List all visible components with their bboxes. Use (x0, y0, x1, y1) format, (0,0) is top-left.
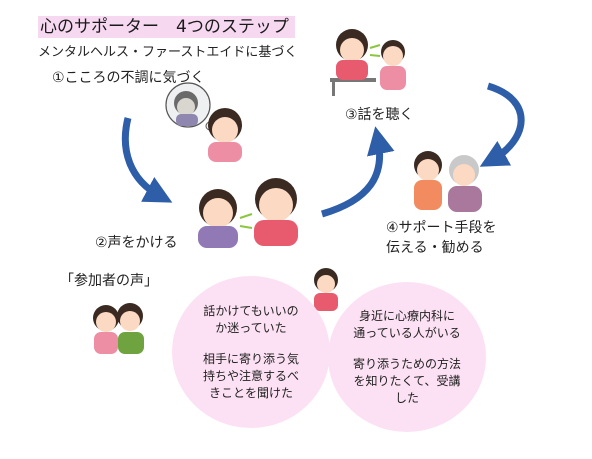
speaking-lines-icon (239, 213, 253, 229)
page-title: 心のサポーター 4つのステップ (38, 16, 295, 38)
voice-1-text-2: 相手に寄り添う気 持ちや注意するべ きことを聞けた (202, 351, 299, 400)
arrow-step3-to-step4 (479, 82, 525, 167)
arrow-step2-to-step3 (321, 126, 395, 218)
voice-bubble-2: 身近に心療内科に 通っている人がいる 寄り添うための方法 を知りたくて、受講 し… (328, 282, 486, 432)
voices-heading: 「参加者の声」 (60, 273, 158, 289)
voice-bubble-1: 話かけてもいいの か迷っていた 相手に寄り添う気 持ちや注意するべ きことを聞け… (172, 276, 330, 428)
voice-2-text-2: 寄り添うための方法 を知りたくて、受講 した (352, 356, 461, 405)
step-1-label: ①こころの不調に気づく (52, 70, 205, 86)
voice-2-text-1: 身近に心療内科に 通っている人がいる (353, 308, 461, 340)
woman-icon (208, 108, 242, 162)
arrow-step1-to-step2 (121, 117, 173, 203)
flow-arrows (121, 82, 525, 218)
step-3-label: ③話を聴く (345, 107, 414, 123)
person-looking-down-icon (198, 189, 238, 248)
caregiver-and-elder-icon (414, 151, 482, 212)
listening-scene-icon (330, 29, 406, 96)
step-4-line-1: ④サポート手段を (386, 220, 497, 236)
worried-person-icon (165, 82, 219, 136)
commentator-woman-icon (314, 268, 338, 311)
page-subtitle: メンタルヘルス・ファーストエイドに基づく (38, 45, 298, 60)
participants-icon (93, 303, 144, 354)
voice-1-text-1: 話かけてもいいの か迷っていた (203, 303, 299, 335)
woman-speaking-icon (254, 178, 298, 246)
step-4-line-2: 伝える・勧める (386, 240, 484, 256)
step-4-label: ④サポート手段を 伝える・勧める (386, 218, 497, 258)
step-2-label: ②声をかける (95, 235, 178, 251)
